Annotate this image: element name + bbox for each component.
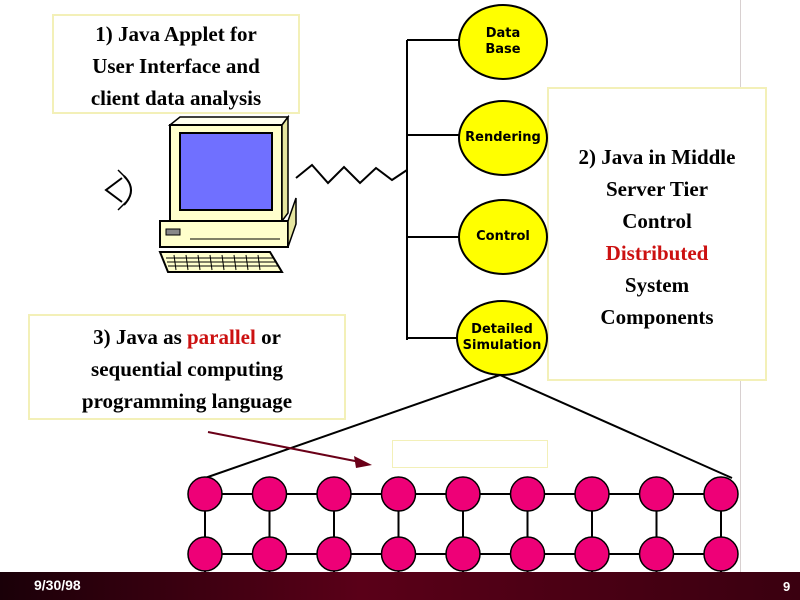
box2-line4: Distributed — [605, 241, 709, 265]
grid-node-r1-c6 — [509, 476, 546, 512]
grid-node-r1-c3 — [316, 476, 352, 512]
arrow-line — [207, 431, 361, 463]
fan-right-line — [499, 374, 733, 479]
footer-date: 9/30/98 — [34, 577, 81, 593]
fan-left-line — [204, 374, 501, 479]
grid-node-r2-c7 — [574, 536, 610, 572]
grid-node-r2-c5 — [445, 536, 481, 572]
grid-node-r1-c4 — [380, 476, 417, 512]
node-control-label: Control — [476, 229, 530, 244]
grid-node-r1-c5 — [445, 476, 481, 512]
grid-node-r2-c6 — [509, 536, 546, 572]
grid-node-r1-c8 — [638, 476, 675, 512]
box2-line2: Server Tier — [605, 177, 709, 201]
box3-line1-c: or — [255, 325, 281, 349]
box2-line5: System — [624, 273, 690, 297]
footer-page-number: 9 — [783, 579, 791, 594]
box2-line3: Control — [622, 209, 692, 233]
box3-line2: sequential computing — [91, 357, 283, 381]
node-simulation-line2: Simulation — [462, 338, 542, 353]
box3-line3: programming language — [81, 389, 293, 413]
zigzag-link — [295, 163, 408, 185]
box2-line1: 2) Java in Middle — [578, 145, 736, 169]
connection-diagram — [104, 39, 739, 572]
box1-line3: client data analysis — [90, 86, 262, 110]
grid-node-r1-c7 — [574, 476, 610, 512]
grid-node-r2-c3 — [316, 536, 352, 572]
box-java-applet: 1) Java Applet for User Interface and cl… — [52, 14, 300, 114]
empty-label-box — [392, 440, 548, 468]
grid-node-r2-c2 — [251, 536, 288, 572]
node-rendering-label: Rendering — [465, 130, 541, 145]
processor-grid — [187, 476, 739, 572]
box2-line6: Components — [600, 305, 714, 329]
grid-node-r2-c8 — [638, 536, 675, 572]
box1-line1: 1) Java Applet for — [95, 22, 257, 46]
box3-line1: 3) Java as parallel or — [30, 321, 344, 353]
node-simulation-line1: Detailed — [471, 322, 533, 337]
grid-node-r1-c2 — [251, 476, 288, 512]
grid-node-r2-c1 — [187, 536, 223, 572]
node-database-line2: Base — [485, 42, 521, 57]
grid-node-r1-c1 — [187, 476, 223, 512]
arrow-head — [354, 456, 372, 468]
grid-node-r2-c4 — [380, 536, 417, 572]
grid-node-r2-c9 — [703, 536, 739, 572]
node-database-line1: Data — [485, 26, 521, 41]
node-rendering: Rendering — [458, 100, 548, 176]
node-control: Control — [458, 199, 548, 275]
box3-line1-parallel: parallel — [187, 325, 256, 349]
box3-line1-a: 3) Java as — [93, 325, 187, 349]
box-middle-tier: 2) Java in Middle Server Tier Control Di… — [547, 87, 767, 381]
footer-bar: 9/30/98 9 — [0, 572, 800, 600]
computer-icon — [158, 114, 297, 273]
box1-line2: User Interface and — [92, 54, 260, 78]
box-parallel: 3) Java as parallel or sequential comput… — [28, 314, 346, 420]
eye-icon — [104, 169, 132, 211]
grid-node-r1-c9 — [703, 476, 739, 512]
